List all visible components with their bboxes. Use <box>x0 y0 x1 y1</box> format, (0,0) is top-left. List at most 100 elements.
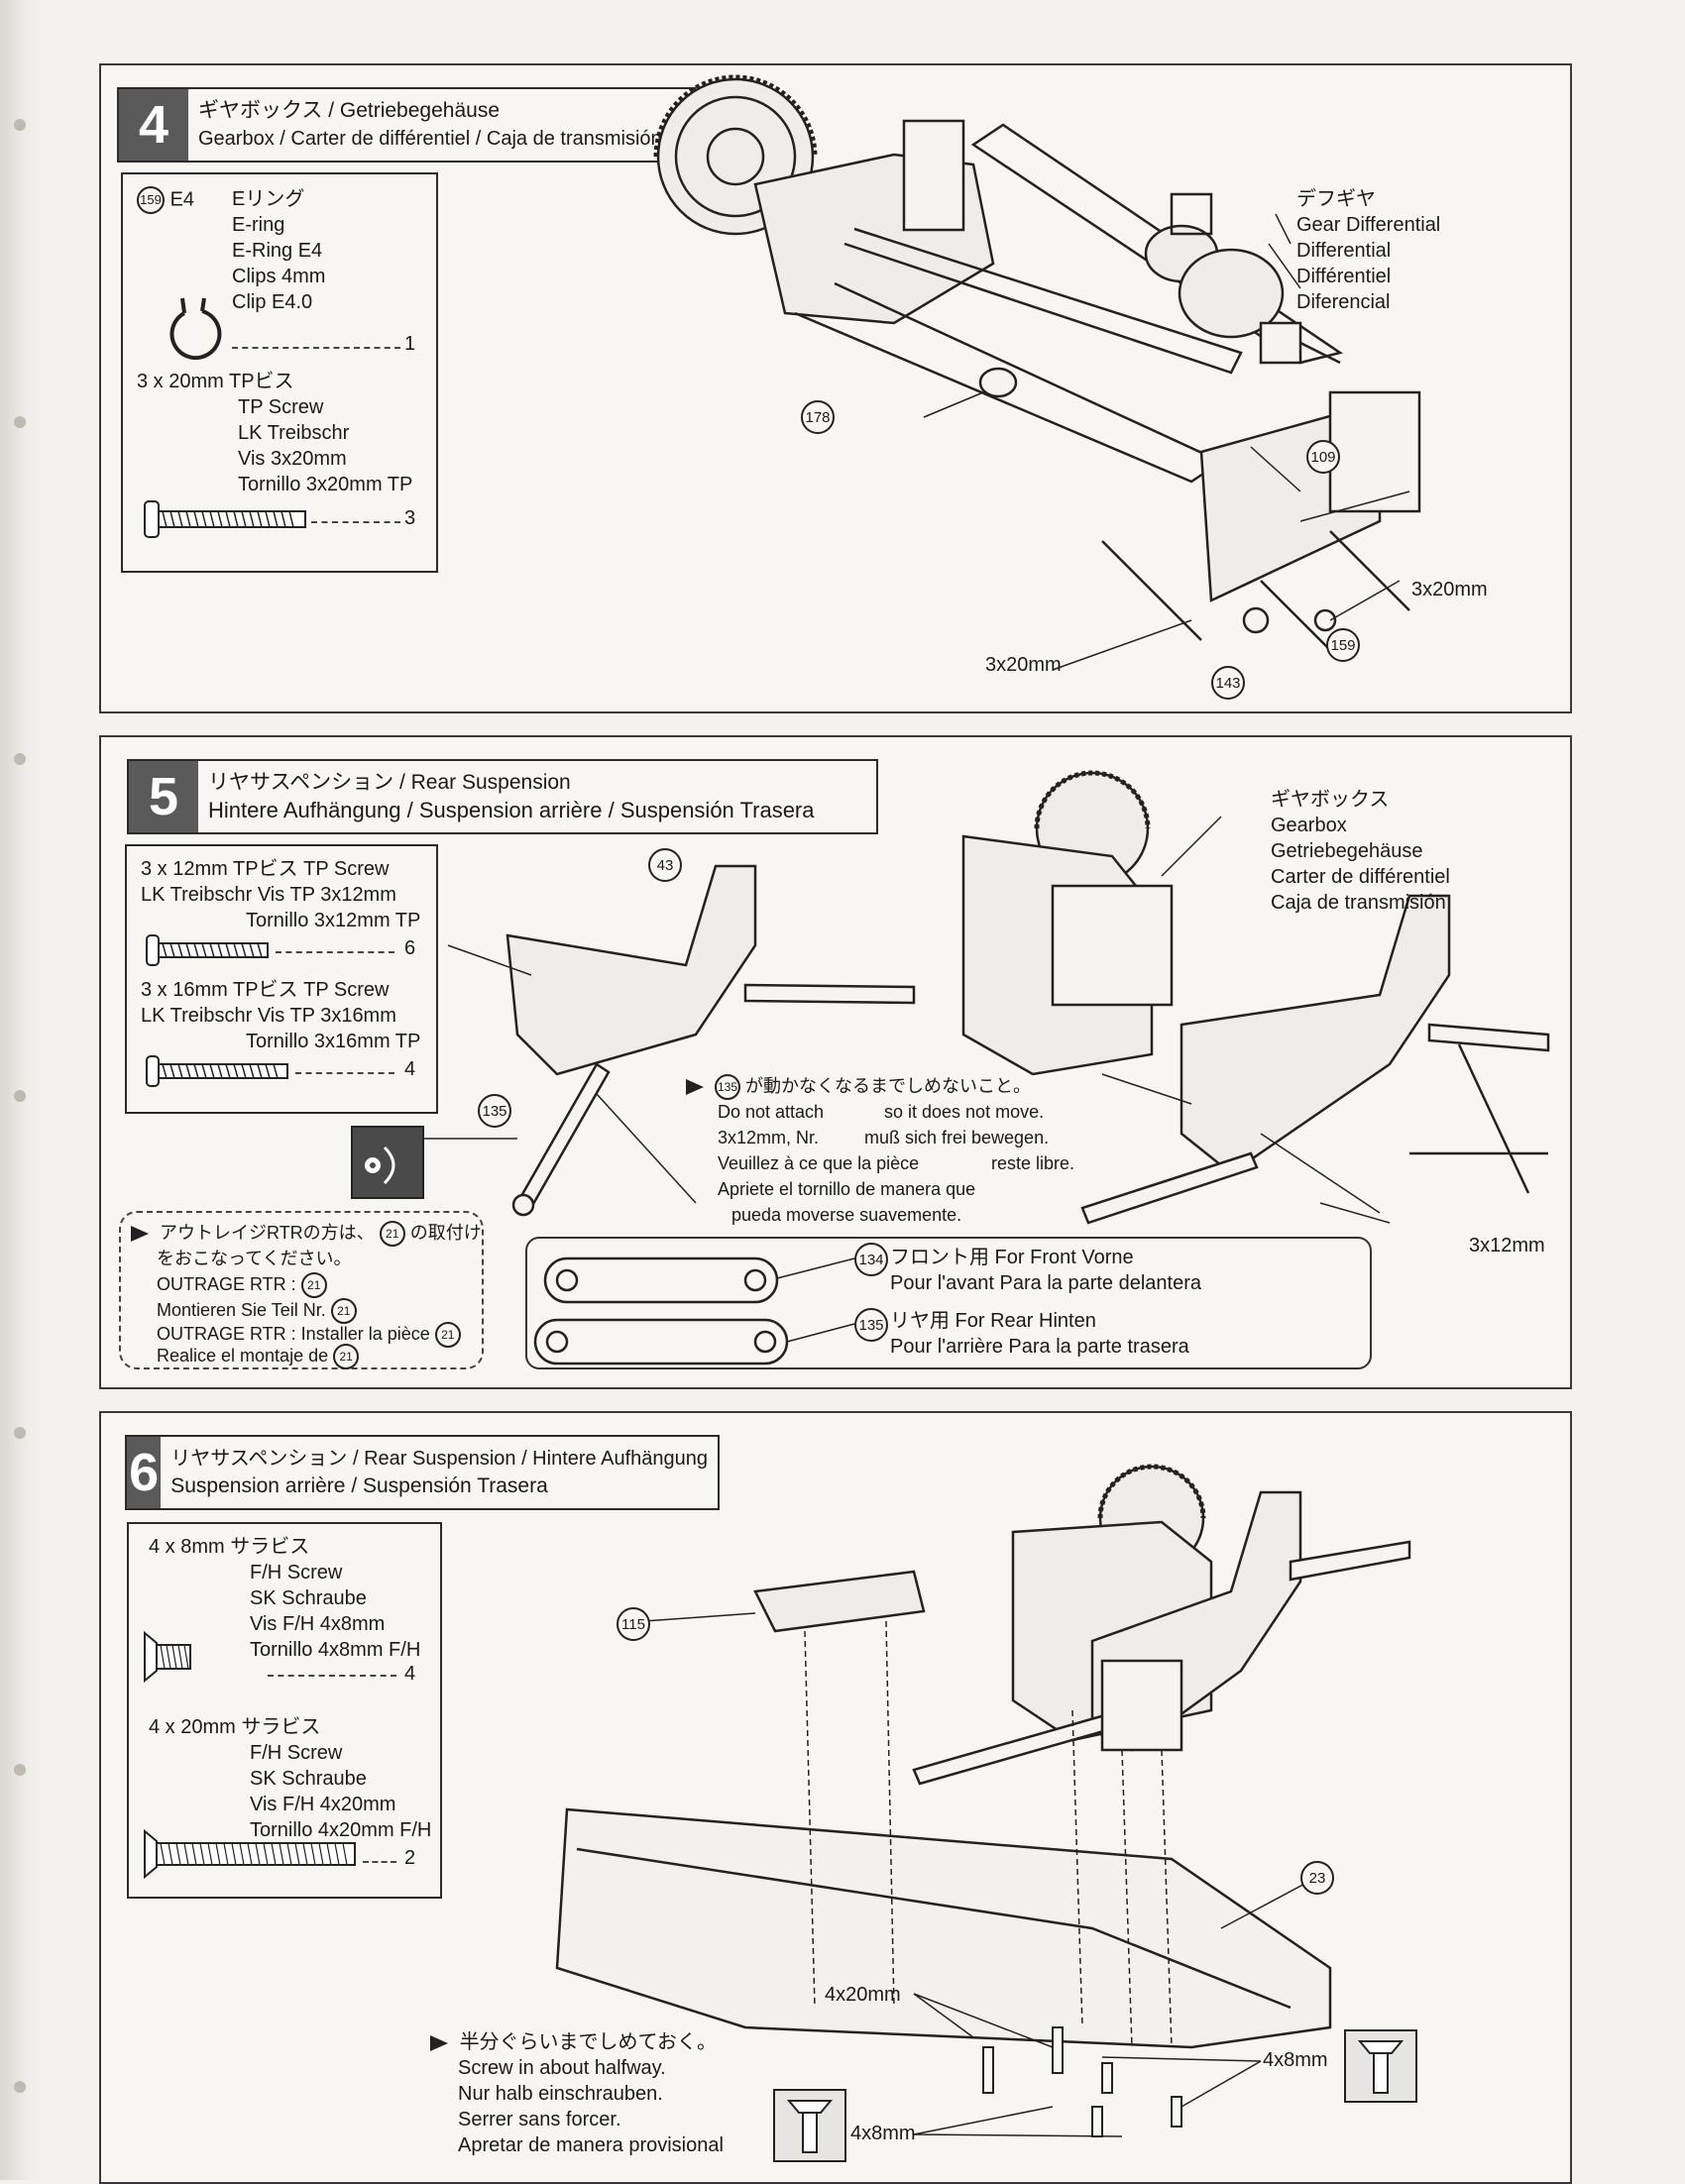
note-135-es-a: Apriete el tornillo de manera que <box>718 1179 976 1199</box>
step-number: 5 <box>129 761 198 832</box>
outrage-es: Realice el montaje de <box>157 1346 329 1365</box>
ering-qty: 1 <box>404 333 416 355</box>
part-callout-178: 178 <box>801 400 835 434</box>
halfway-en: Screw in about halfway. <box>458 2057 666 2079</box>
qty-leader <box>295 1072 394 1074</box>
size-label: 4x8mm <box>1263 2049 1328 2071</box>
half-tighten-screw-icon <box>1344 2029 1417 2103</box>
outrage-en: OUTRAGE RTR : <box>157 1274 296 1294</box>
part-callout-134: 134 <box>854 1243 888 1276</box>
gearbox-assembly-drawing <box>653 74 1421 671</box>
screw1-name-3: Tornillo 4x8mm F/H <box>250 1639 421 1661</box>
suspension-arm-drawings <box>533 1256 855 1365</box>
screw1-qty: 4 <box>404 1663 416 1685</box>
note-135-es-b: pueda moverse suavemente. <box>731 1205 962 1225</box>
note-135-en-b: so it does not move. <box>884 1102 1045 1122</box>
tp-screw-icons <box>146 934 288 1087</box>
size-label: 4x20mm <box>825 1984 901 2006</box>
arm-front-line-2: Pour l'avant Para la parte delantera <box>890 1272 1202 1294</box>
part-callout-115: 115 <box>617 1607 650 1641</box>
outrage-de: Montieren Sie Teil Nr. <box>157 1300 326 1320</box>
ering-size: E4 <box>169 188 195 211</box>
screw2-qty: 4 <box>404 1058 416 1080</box>
screw2-heading: 4 x 20mm サラビス <box>149 1716 321 1738</box>
screw1-qty: 6 <box>404 937 416 959</box>
tp-screw-icon <box>144 500 306 538</box>
step-number: 6 <box>127 1437 162 1508</box>
qty-leader <box>311 521 400 523</box>
diff-label-4: Diferencial <box>1296 291 1391 313</box>
part-callout: 21 <box>379 1221 405 1248</box>
part-callout: 21 <box>333 1344 360 1370</box>
step-title-primary: ギヤボックス / Getriebegehäuse <box>198 99 500 122</box>
part-callout-135: 135 <box>854 1308 888 1342</box>
screw2-name-3: Tornillo 4x20mm F/H <box>250 1819 432 1841</box>
half-tighten-screw-icon <box>773 2089 846 2162</box>
screw2-line-1: LK Treibschr Vis TP 3x16mm <box>141 1005 396 1027</box>
arm-rear-line-1: リヤ用 For Rear Hinten <box>890 1310 1096 1332</box>
size-label: 3x20mm <box>985 654 1062 676</box>
step-title-secondary: Suspension arrière / Suspensión Trasera <box>170 1474 548 1497</box>
screw1-line-2: Tornillo 3x12mm TP <box>246 910 421 931</box>
part-callout-109: 109 <box>1306 440 1340 474</box>
gearbox-label-4: Caja de transmisión <box>1271 892 1446 914</box>
rear-suspension-mount-drawing <box>555 1464 1411 2137</box>
outrage-ja-a: アウトレイジRTRの方は、 <box>160 1223 375 1243</box>
screw1-name-0: F/H Screw <box>250 1562 343 1583</box>
gearbox-label-1: Gearbox <box>1271 815 1347 836</box>
screw2-name-0: F/H Screw <box>250 1742 343 1764</box>
screw-name-2: Vis 3x20mm <box>238 448 347 470</box>
qty-leader <box>268 1675 396 1677</box>
step-4-header: 4 ギヤボックス / Getriebegehäuse Gearbox / Car… <box>117 87 696 163</box>
note-135-fr-b: reste libre. <box>991 1153 1075 1173</box>
screw-name-0: TP Screw <box>238 396 324 418</box>
screw-qty: 3 <box>404 507 416 529</box>
halfway-fr: Serrer sans forcer. <box>458 2109 621 2130</box>
screw1-heading: 4 x 8mm サラビス <box>149 1536 310 1558</box>
flat-head-screw-icons <box>144 1630 356 1880</box>
ering-name-2: E-Ring E4 <box>232 240 323 262</box>
ering-icon <box>169 297 222 361</box>
note-135-en-a: Do not attach <box>718 1102 825 1122</box>
step-6-panel: 6 リヤサスペンション / Rear Suspension / Hintere … <box>99 1411 1572 2184</box>
note-marker-icon <box>430 2034 448 2051</box>
arm-front-line-1: フロント用 For Front Vorne <box>890 1247 1134 1268</box>
gearbox-label-3: Carter de différentiel <box>1271 866 1450 888</box>
size-label: 3x20mm <box>1411 579 1488 601</box>
screw2-line-2: Tornillo 3x16mm TP <box>246 1031 421 1052</box>
note-135-ja: が動かなくなるまでしめないこと。 <box>745 1076 1032 1096</box>
step-title-secondary: Gearbox / Carter de différentiel / Caja … <box>198 128 662 150</box>
diff-label-1: Gear Differential <box>1296 214 1441 236</box>
halfway-ja: 半分ぐらいまでしめておく。 <box>459 2031 717 2053</box>
screw1-line-1: LK Treibschr Vis TP 3x12mm <box>141 884 396 906</box>
part-callout-143: 143 <box>1211 666 1245 700</box>
gearbox-label-2: Getriebegehäuse <box>1271 840 1423 862</box>
note-135-fr-a: Veuillez à ce que la pièce <box>718 1153 920 1173</box>
step-title-primary: リヤサスペンション / Rear Suspension <box>208 771 571 794</box>
ering-name-4: Clip E4.0 <box>232 291 313 313</box>
outrage-note-box: アウトレイジRTRの方は、 21 の取付け をおこなってください。 OUTRAG… <box>119 1211 484 1370</box>
screw2-name-2: Vis F/H 4x20mm <box>250 1794 396 1815</box>
step-5-panel: 5 リヤサスペンション / Rear Suspension Hintere Au… <box>99 735 1572 1389</box>
part-callout: 21 <box>330 1298 357 1325</box>
diff-label-2: Differential <box>1296 240 1392 262</box>
screw-heading: 3 x 20mm TPビス <box>137 371 294 392</box>
note-marker-icon <box>131 1226 149 1243</box>
part-callout-135: 135 <box>478 1094 511 1128</box>
step-4-panel: 4 ギヤボックス / Getriebegehäuse Gearbox / Car… <box>99 63 1572 713</box>
part-callout-43: 43 <box>648 848 682 882</box>
screw-name-3: Tornillo 3x20mm TP <box>238 474 413 495</box>
note-135-de-a: 3x12mm, Nr. <box>718 1128 820 1147</box>
step-5-header: 5 リヤサスペンション / Rear Suspension Hintere Au… <box>127 759 878 834</box>
qty-leader <box>276 951 394 953</box>
step-number: 4 <box>119 89 188 161</box>
rear-suspension-drawing <box>369 770 1550 1225</box>
screw-name-1: LK Treibschr <box>238 422 350 444</box>
outrage-ja-b: の取付け <box>409 1223 482 1243</box>
parts-list-box: 159 E4 Eリング E-ring E-Ring E4 Clips 4mm C… <box>121 172 438 573</box>
screw2-name-1: SK Schraube <box>250 1768 367 1790</box>
screw1-line-0: 3 x 12mm TPビス TP Screw <box>141 858 390 880</box>
outrage-ja-c: をおこなってください。 <box>157 1249 352 1268</box>
step-title-primary: リヤサスペンション / Rear Suspension / Hintere Au… <box>170 1448 708 1470</box>
arm-rear-line-2: Pour l'arrière Para la parte trasera <box>890 1336 1189 1358</box>
